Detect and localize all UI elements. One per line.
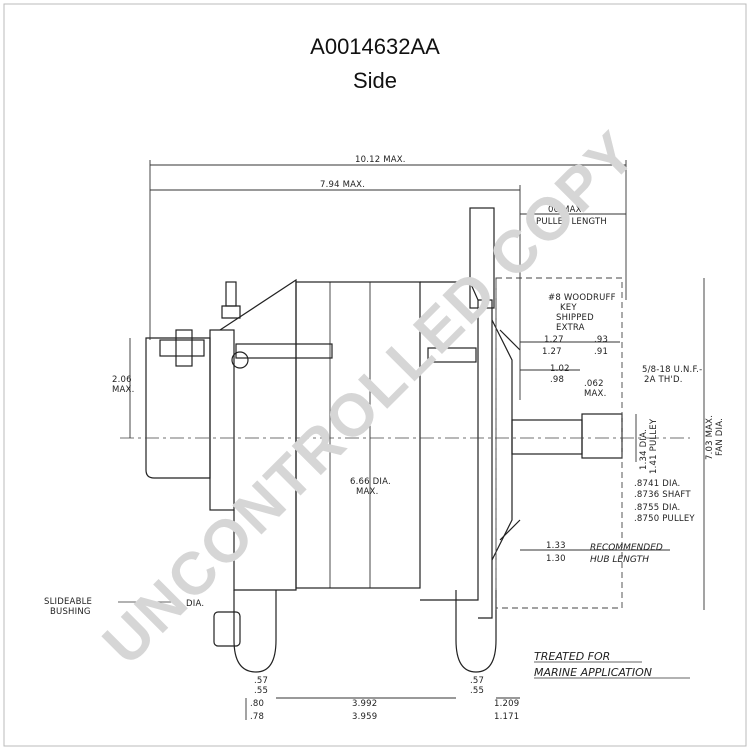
- dim-1209: 1.209: [494, 699, 519, 709]
- thread-spec: 5/8-18 U.N.F.-: [642, 365, 702, 375]
- dim-141: 1.41 PULLEY: [649, 418, 659, 474]
- dim-130: 1.30: [546, 554, 566, 564]
- key-extra: EXTRA: [556, 323, 585, 333]
- dim-206-max: MAX.: [112, 385, 134, 395]
- dim-3992: 3.992: [352, 699, 377, 709]
- dim-8750: .8750 PULLEY: [634, 514, 695, 524]
- part-number: A0014632AA: [310, 34, 440, 59]
- hub-length: HUB LENGTH: [590, 555, 649, 565]
- treated-for: TREATED FOR: [534, 650, 610, 663]
- dim-206: 2.06: [112, 375, 132, 385]
- dim-133: 1.33: [546, 541, 566, 551]
- slideable: SLIDEABLE: [44, 597, 92, 607]
- dim-3959: 3.959: [352, 712, 377, 722]
- thread-spec-2: 2A TH'D.: [644, 375, 683, 385]
- view-label: Side: [352, 68, 398, 93]
- dim-80: .80: [250, 699, 264, 709]
- bushing: BUSHING: [50, 607, 91, 617]
- dim-overall-length: 10.12 MAX.: [355, 155, 406, 165]
- dim-55b: .55: [470, 686, 484, 696]
- dim-pulley-length: 00 MAX.: [548, 205, 585, 215]
- dim-134: 1.34 DIA.: [639, 429, 649, 470]
- dim-91: .91: [594, 347, 608, 357]
- key-shipped: SHIPPED: [556, 313, 594, 323]
- dim-102: 1.02: [550, 364, 570, 374]
- dim-666: 6.66 DIA.: [350, 477, 391, 487]
- dim-body-length: 7.94 MAX.: [320, 180, 365, 190]
- dim-98: .98: [550, 375, 564, 385]
- dim-127: 1.27: [544, 335, 564, 345]
- dim-fan-dia: FAN DIA.: [715, 418, 725, 456]
- dim-57a: .57: [254, 676, 268, 686]
- dim-78: .78: [250, 712, 264, 722]
- dim-127b: 1.27: [542, 347, 562, 357]
- dimension-lines: [129, 160, 705, 720]
- dim-062-max: MAX.: [584, 389, 606, 399]
- dim-1171: 1.171: [494, 712, 519, 722]
- marine-application: MARINE APPLICATION: [534, 666, 652, 679]
- pulley-envelope: [495, 277, 623, 610]
- watermark: UNCONTROLLED COPY: [90, 118, 649, 677]
- woodruff-key: #8 WOODRUFF: [548, 293, 616, 303]
- dim-55a: .55: [254, 686, 268, 696]
- dim-57b: .57: [470, 676, 484, 686]
- dim-8736: .8736 SHAFT: [634, 490, 691, 500]
- recommended: RECOMMENDED: [590, 543, 663, 553]
- alternator-outline: [145, 207, 623, 673]
- dim-pulley-length-label: PULLEY LENGTH: [536, 217, 607, 227]
- dim-666-max: MAX.: [356, 487, 378, 497]
- dim-8755: .8755 DIA.: [634, 503, 680, 513]
- bushing-dia: DIA.: [186, 599, 204, 609]
- dim-8741: .8741 DIA.: [634, 479, 680, 489]
- frame: [3, 3, 747, 747]
- dim-062: .062: [584, 379, 604, 389]
- dim-703: 7.03 MAX.: [705, 415, 715, 460]
- woodruff-key-2: KEY: [560, 303, 577, 313]
- dim-93: .93: [594, 335, 608, 345]
